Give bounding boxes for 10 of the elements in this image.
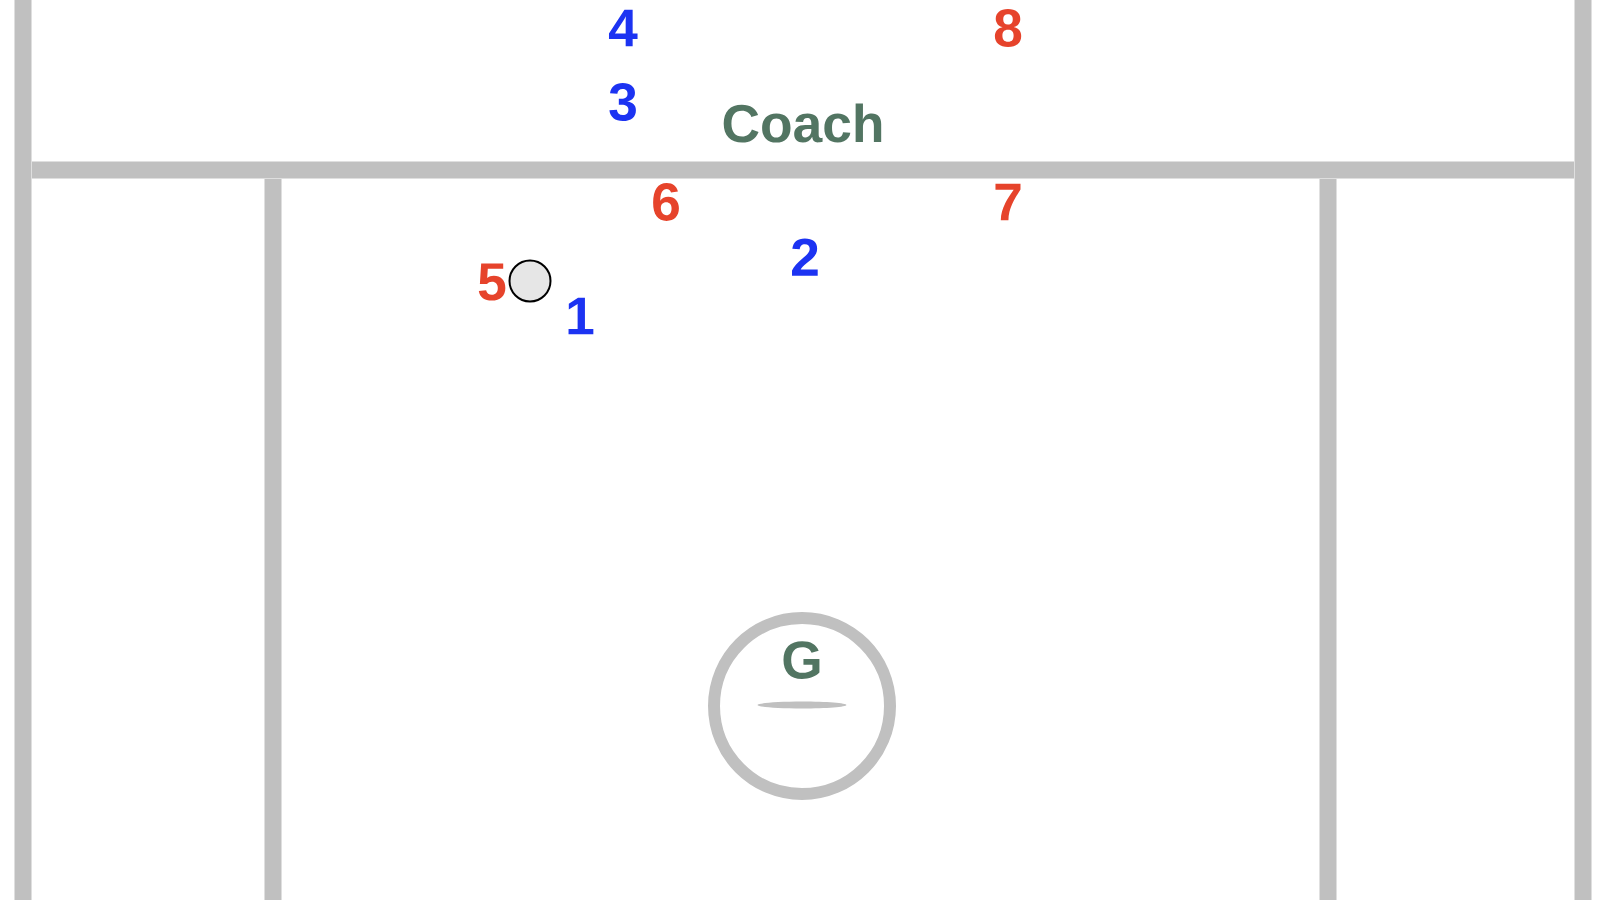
player-number: 7	[995, 183, 1021, 221]
player-number: 2	[792, 238, 818, 276]
player-number: 4	[609, 9, 638, 47]
goal-crease: G	[708, 612, 896, 800]
player-number: 1	[568, 297, 594, 335]
player-number: 5	[478, 263, 506, 301]
player-number: 6	[653, 183, 679, 221]
coach-label: Coach	[723, 103, 882, 143]
player-number: 8	[994, 9, 1022, 47]
player-number: 3	[609, 83, 636, 121]
